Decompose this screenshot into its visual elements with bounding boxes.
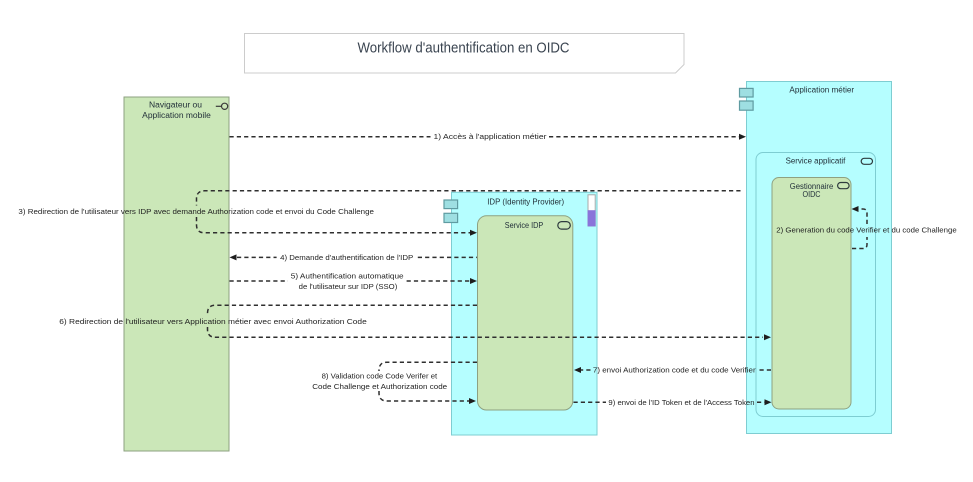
svg-text:4) Demande d'authentification: 4) Demande d'authentification de l'IDP — [280, 253, 413, 262]
svg-text:Gestionnaire: Gestionnaire — [790, 182, 834, 191]
svg-text:de l'utilisateur sur IDP (SSO): de l'utilisateur sur IDP (SSO) — [299, 282, 398, 291]
svg-text:Application métier: Application métier — [789, 86, 854, 95]
svg-text:2) Generation du code Verifier: 2) Generation du code Verifier et du cod… — [776, 226, 956, 235]
svg-text:7) envoi Authorization code et: 7) envoi Authorization code et du code V… — [593, 366, 756, 375]
svg-text:3) Redirection de l'utilisateu: 3) Redirection de l'utilisateur vers IDP… — [18, 207, 374, 216]
svg-text:Workflow d'authentification en: Workflow d'authentification en OIDC — [358, 40, 570, 57]
svg-text:Code Challenge et Authorizatio: Code Challenge et Authorization code — [312, 382, 447, 391]
svg-text:IDP (Identity Provider): IDP (Identity Provider) — [487, 197, 564, 206]
svg-text:5) Authentification automatiqu: 5) Authentification automatique — [291, 272, 404, 281]
svg-text:6) Redirection de l'utilisateu: 6) Redirection de l'utilisateur vers App… — [59, 317, 367, 326]
svg-text:OIDC: OIDC — [803, 190, 821, 199]
svg-text:1) Accès à l'application métie: 1) Accès à l'application métier — [434, 132, 547, 141]
svg-text:8) Validation code Code Verife: 8) Validation code Code Verifer et — [322, 371, 439, 380]
svg-text:Application mobile: Application mobile — [142, 111, 211, 120]
svg-text:Service applicatif: Service applicatif — [786, 157, 847, 166]
svg-text:Service IDP: Service IDP — [505, 221, 544, 230]
svg-text:Navigateur ou: Navigateur ou — [149, 100, 202, 109]
svg-text:9) envoi de l'ID Token et de l: 9) envoi de l'ID Token et de l'Access To… — [608, 398, 754, 407]
